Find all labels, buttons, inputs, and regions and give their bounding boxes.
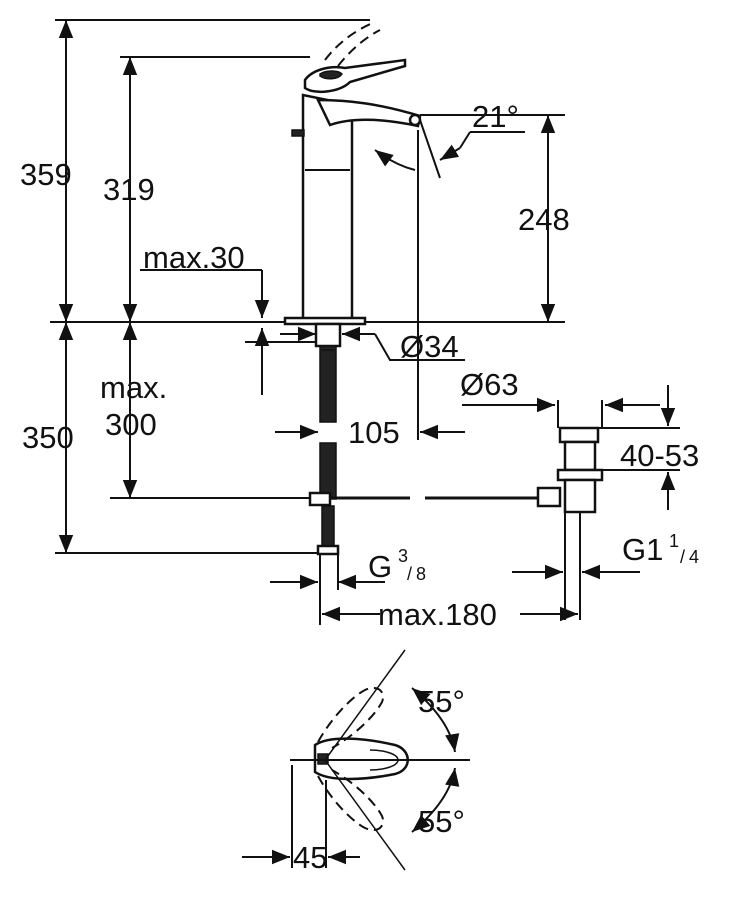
svg-text:3: 3 (398, 546, 408, 566)
dimension-lines (58, 20, 680, 625)
label-spout-angle: 21° (472, 99, 519, 134)
svg-text:4: 4 (689, 547, 699, 567)
label-waste-diameter: Ø63 (460, 367, 519, 402)
svg-text:/: / (407, 564, 412, 584)
svg-text:/: / (680, 547, 685, 567)
label-max-below-1: max. (100, 370, 167, 405)
label-below-height: 350 (22, 420, 74, 455)
label-inlet-thread: G 3 / 8 (368, 546, 426, 584)
label-total-height: 359 (20, 157, 72, 192)
svg-text:G1: G1 (622, 532, 663, 567)
label-hole-diameter: Ø34 (400, 329, 459, 364)
label-projection: 105 (348, 415, 400, 450)
svg-text:8: 8 (416, 564, 426, 584)
svg-text:1: 1 (669, 531, 679, 551)
label-max-horizontal: max.180 (378, 597, 497, 632)
label-outlet-height: 248 (518, 202, 570, 237)
top-view-lever (242, 649, 470, 871)
label-spout-height: 319 (103, 172, 155, 207)
label-lever-angle-top: 55° (418, 684, 465, 719)
label-lever-angle-bottom: 55° (418, 804, 465, 839)
under-counter-parts (308, 322, 604, 620)
label-waste-thread: G1 1 / 4 (622, 531, 699, 567)
label-lever-offset: 45 (293, 840, 327, 875)
faucet-body (283, 21, 422, 326)
label-waste-range: 40-53 (620, 438, 699, 473)
label-max-thickness: max.30 (143, 240, 245, 275)
label-max-below-2: 300 (105, 407, 157, 442)
dimension-labels: 359 319 max.30 248 21° Ø34 Ø63 105 max. … (20, 99, 699, 875)
svg-text:G: G (368, 549, 392, 584)
